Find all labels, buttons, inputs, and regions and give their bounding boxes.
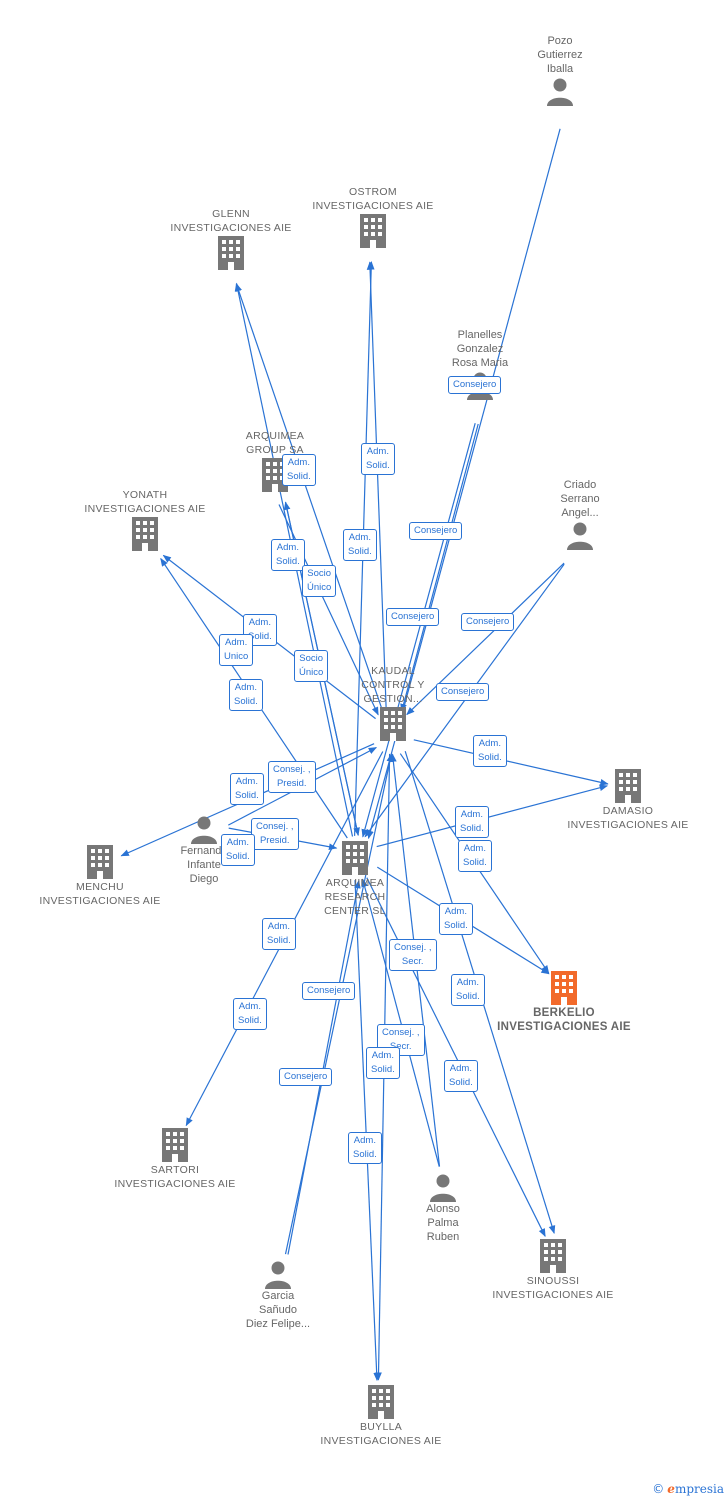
edge-label-consejero[interactable]: Consejero (436, 683, 490, 701)
building-icon (218, 236, 244, 270)
edge-label-adm-solid[interactable]: Adm. Solid. (271, 539, 305, 571)
node-label: MENCHU INVESTIGACIONES AIE (39, 881, 161, 907)
edge-label-consejero[interactable]: Consejero (461, 613, 515, 631)
building-icon (368, 1385, 394, 1419)
edge-label-adm-solid[interactable]: Adm. Solid. (230, 773, 264, 805)
node-label: Garcia Sañudo Diez Felipe... (245, 1290, 311, 1330)
logo-initial: e (667, 1482, 675, 1496)
node-label: OSTROM INVESTIGACIONES AIE (312, 186, 434, 212)
node-glenn[interactable]: GLENN INVESTIGACIONES AIE (151, 207, 311, 271)
edge-label-adm-solid[interactable]: Adm. Solid. (473, 735, 507, 767)
node-label: GLENN INVESTIGACIONES AIE (170, 208, 292, 234)
node-sinoussi[interactable]: SINOUSSI INVESTIGACIONES AIE (473, 1238, 633, 1302)
empresia-logo[interactable]: ©empresia (652, 1482, 724, 1496)
edge-label-adm-solid[interactable]: Adm. Solid. (366, 1047, 400, 1079)
edge-label-adm-solid[interactable]: Adm. Solid. (262, 918, 296, 950)
person-icon (547, 78, 573, 106)
node-label: Criado Serrano Angel... (560, 479, 600, 519)
node-sartori[interactable]: SARTORI INVESTIGACIONES AIE (95, 1127, 255, 1191)
node-arquimea-group[interactable]: ARQUIMEA GROUP SA (215, 429, 335, 493)
node-alonso[interactable]: Alonso Palma Ruben (393, 1172, 493, 1244)
person-icon (191, 816, 217, 844)
edge-label-adm-solid[interactable]: Adm. Solid. (221, 834, 255, 866)
node-arquimea-research-center[interactable]: ARQUIMEA RESEARCH CENTER SL (295, 840, 415, 918)
building-icon (162, 1128, 188, 1162)
edge-label-adm-solid[interactable]: Adm. Solid. (439, 903, 473, 935)
person-icon (265, 1261, 291, 1289)
node-menchu[interactable]: MENCHU INVESTIGACIONES AIE (20, 844, 180, 908)
node-label: Fernando Infante Diego (180, 845, 228, 885)
edge-label-adm-solid[interactable]: Adm. Solid. (233, 998, 267, 1030)
edge-kaudal-to-damasio (413, 739, 609, 786)
edge-arquimea_rc-to-damasio (376, 784, 609, 848)
node-label: DAMASIO INVESTIGACIONES AIE (567, 805, 689, 831)
building-icon (615, 769, 641, 803)
edge-label-adm-solid[interactable]: Adm. Solid. (361, 443, 395, 475)
edge-label-consejero[interactable]: Consejero (279, 1068, 333, 1086)
edge-kaudal-to-ostrom (366, 261, 387, 711)
node-fernando[interactable]: Fernando Infante Diego (154, 814, 254, 886)
edge-label-socio-unico[interactable]: Socio Único (302, 565, 337, 597)
node-label: KAUDAL CONTROL Y GESTION... (361, 665, 425, 705)
edge-arquimea_rc-to-buylla (354, 880, 381, 1382)
edge-label-consej-presid[interactable]: Consej. , Presid. (268, 761, 316, 793)
edge-garcia-to-arquimea_rc (287, 879, 361, 1255)
edge-planelles-to-kaudal (400, 423, 479, 713)
logo-text: mpresia (674, 1482, 724, 1496)
node-label: BERKELIO INVESTIGACIONES AIE (497, 1007, 631, 1033)
node-label: SINOUSSI INVESTIGACIONES AIE (492, 1275, 614, 1301)
edge-arquimea_rc-to-sinoussi (366, 877, 546, 1238)
edge-label-consejero[interactable]: Consejero (448, 376, 502, 394)
node-criado[interactable]: Criado Serrano Angel... (520, 478, 640, 550)
edge-alonso-to-arquimea_rc (361, 878, 440, 1167)
node-label: ARQUIMEA GROUP SA (245, 430, 305, 456)
edge-label-adm-solid[interactable]: Adm. Solid. (348, 1132, 382, 1164)
edge-label-adm-solid[interactable]: Adm. Solid. (455, 806, 489, 838)
node-kaudal[interactable]: KAUDAL CONTROL Y GESTION... (333, 664, 453, 742)
building-icon (132, 517, 158, 551)
edge-label-consej-secr[interactable]: Consej. , Secr. (389, 939, 437, 971)
node-damasio[interactable]: DAMASIO INVESTIGACIONES AIE (548, 768, 708, 832)
node-label: Planelles Gonzalez Rosa Maria (451, 329, 509, 369)
node-berkelio[interactable]: BERKELIO INVESTIGACIONES AIE (484, 970, 644, 1034)
edge-garcia-to-kaudal (284, 753, 394, 1255)
edge-label-adm-solid[interactable]: Adm. Solid. (444, 1060, 478, 1092)
building-icon (551, 971, 577, 1005)
edge-planelles-to-arquimea_rc (361, 423, 476, 838)
edge-label-socio-unico[interactable]: Socio Único (294, 650, 329, 682)
node-label: Alonso Palma Ruben (426, 1203, 460, 1243)
person-icon (567, 522, 593, 550)
node-label: YONATH INVESTIGACIONES AIE (84, 489, 206, 515)
node-yonath[interactable]: YONATH INVESTIGACIONES AIE (65, 488, 225, 552)
edge-label-consejero[interactable]: Consejero (386, 608, 440, 626)
edge-kaudal-to-glenn (235, 283, 384, 713)
copyright-symbol: © (652, 1482, 665, 1496)
edge-label-adm-solid[interactable]: Adm. Solid. (458, 840, 492, 872)
edge-layer (120, 128, 609, 1382)
edge-label-adm-solid[interactable]: Adm. Solid. (451, 974, 485, 1006)
node-buylla[interactable]: BUYLLA INVESTIGACIONES AIE (301, 1384, 461, 1448)
node-pozo[interactable]: Pozo Gutierrez Iballa (500, 34, 620, 106)
building-icon (360, 214, 386, 248)
node-label: Pozo Gutierrez Iballa (537, 35, 583, 75)
node-label: SARTORI INVESTIGACIONES AIE (114, 1164, 236, 1190)
edge-label-consejero[interactable]: Consejero (409, 522, 463, 540)
building-icon (87, 845, 113, 879)
node-ostrom[interactable]: OSTROM INVESTIGACIONES AIE (293, 185, 453, 249)
node-label: ARQUIMEA RESEARCH CENTER SL (324, 877, 386, 917)
node-garcia[interactable]: Garcia Sañudo Diez Felipe... (218, 1259, 338, 1331)
node-label: BUYLLA INVESTIGACIONES AIE (320, 1421, 442, 1447)
building-icon (342, 841, 368, 875)
edge-label-consejero[interactable]: Consejero (302, 982, 356, 1000)
edge-criado-to-kaudal (406, 562, 565, 716)
edge-label-adm-unico[interactable]: Adm. Unico (219, 634, 254, 666)
edge-label-consej-presid[interactable]: Consej. , Presid. (251, 818, 299, 850)
building-icon (380, 707, 406, 741)
edge-label-adm-solid[interactable]: Adm. Solid. (343, 529, 377, 561)
edge-label-adm-solid[interactable]: Adm. Solid. (282, 454, 316, 486)
person-icon (430, 1174, 456, 1202)
building-icon (540, 1239, 566, 1273)
edge-label-adm-solid[interactable]: Adm. Solid. (229, 679, 263, 711)
